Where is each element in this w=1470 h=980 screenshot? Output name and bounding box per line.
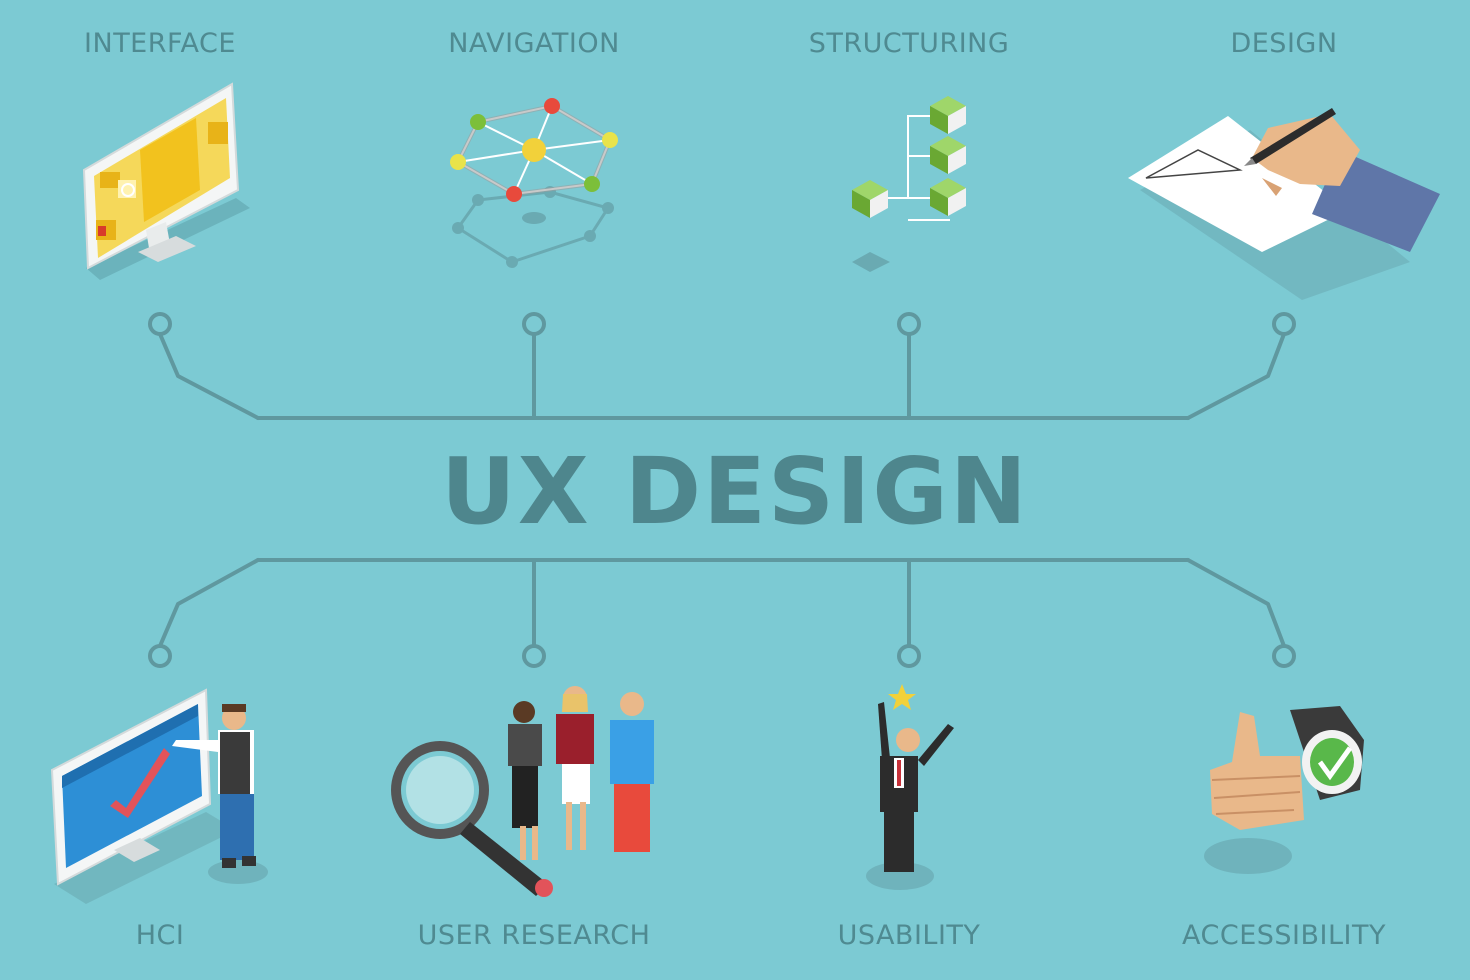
monitor-interface-icon	[82, 82, 250, 280]
cube-group	[852, 96, 966, 218]
thumbs-up-check-icon	[1204, 706, 1364, 874]
topic-label-accessibility: ACCESSIBILITY	[1182, 920, 1386, 951]
topic-label-structuring: STRUCTURING	[808, 28, 1010, 59]
magnifier-people-icon	[391, 686, 654, 897]
topic-label-hci: HCI	[135, 920, 185, 951]
cube-tree-icon	[852, 96, 966, 272]
topic-label-usability: USABILITY	[837, 920, 981, 951]
hand-drawing-icon	[1128, 108, 1440, 300]
man-reaching-star-icon	[866, 684, 954, 890]
connector-nodes	[148, 312, 1296, 668]
topic-label-interface: INTERFACE	[84, 28, 236, 59]
network-graph-icon	[450, 98, 618, 268]
topic-label-user-research: USER RESEARCH	[417, 920, 651, 951]
connector-lines	[158, 332, 1286, 648]
topic-label-navigation: NAVIGATION	[448, 28, 620, 59]
topic-label-design: DESIGN	[1230, 28, 1338, 59]
diagram-title: UX DESIGN	[441, 438, 1029, 545]
man-with-monitor-icon	[50, 688, 268, 904]
